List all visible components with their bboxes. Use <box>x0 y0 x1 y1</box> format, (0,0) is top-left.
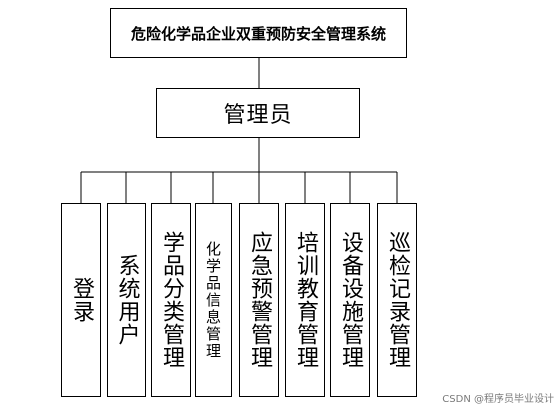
module-label-chemical-info: 化学品信息管理 <box>204 240 222 360</box>
module-node-chemical-info: 化学品信息管理 <box>195 203 232 397</box>
module-label-inspection: 巡检记录管理 <box>385 231 410 369</box>
module-label-training: 培训教育管理 <box>293 231 318 369</box>
module-node-login: 登录 <box>61 203 101 397</box>
module-node-system-users: 系统用户 <box>107 203 146 397</box>
module-label-system-users: 系统用户 <box>114 254 140 346</box>
module-node-inspection: 巡检记录管理 <box>377 203 417 397</box>
watermark-text: CSDN @程序员毕业设计 <box>442 394 554 405</box>
module-label-chemical-category: 学品分类管理 <box>159 231 184 369</box>
admin-node: 管理员 <box>156 88 360 138</box>
module-node-equipment: 设备设施管理 <box>330 203 370 397</box>
root-node-label: 危险化学品企业双重预防安全管理系统 <box>130 24 386 43</box>
module-label-emergency-warning: 应急预警管理 <box>247 231 272 369</box>
module-label-login: 登录 <box>69 277 94 323</box>
root-node: 危险化学品企业双重预防安全管理系统 <box>110 8 407 58</box>
module-node-chemical-category: 学品分类管理 <box>151 203 191 397</box>
module-node-emergency-warning: 应急预警管理 <box>239 203 279 397</box>
module-node-training: 培训教育管理 <box>285 203 325 397</box>
admin-node-label: 管理员 <box>223 103 293 128</box>
module-label-equipment: 设备设施管理 <box>338 231 363 369</box>
